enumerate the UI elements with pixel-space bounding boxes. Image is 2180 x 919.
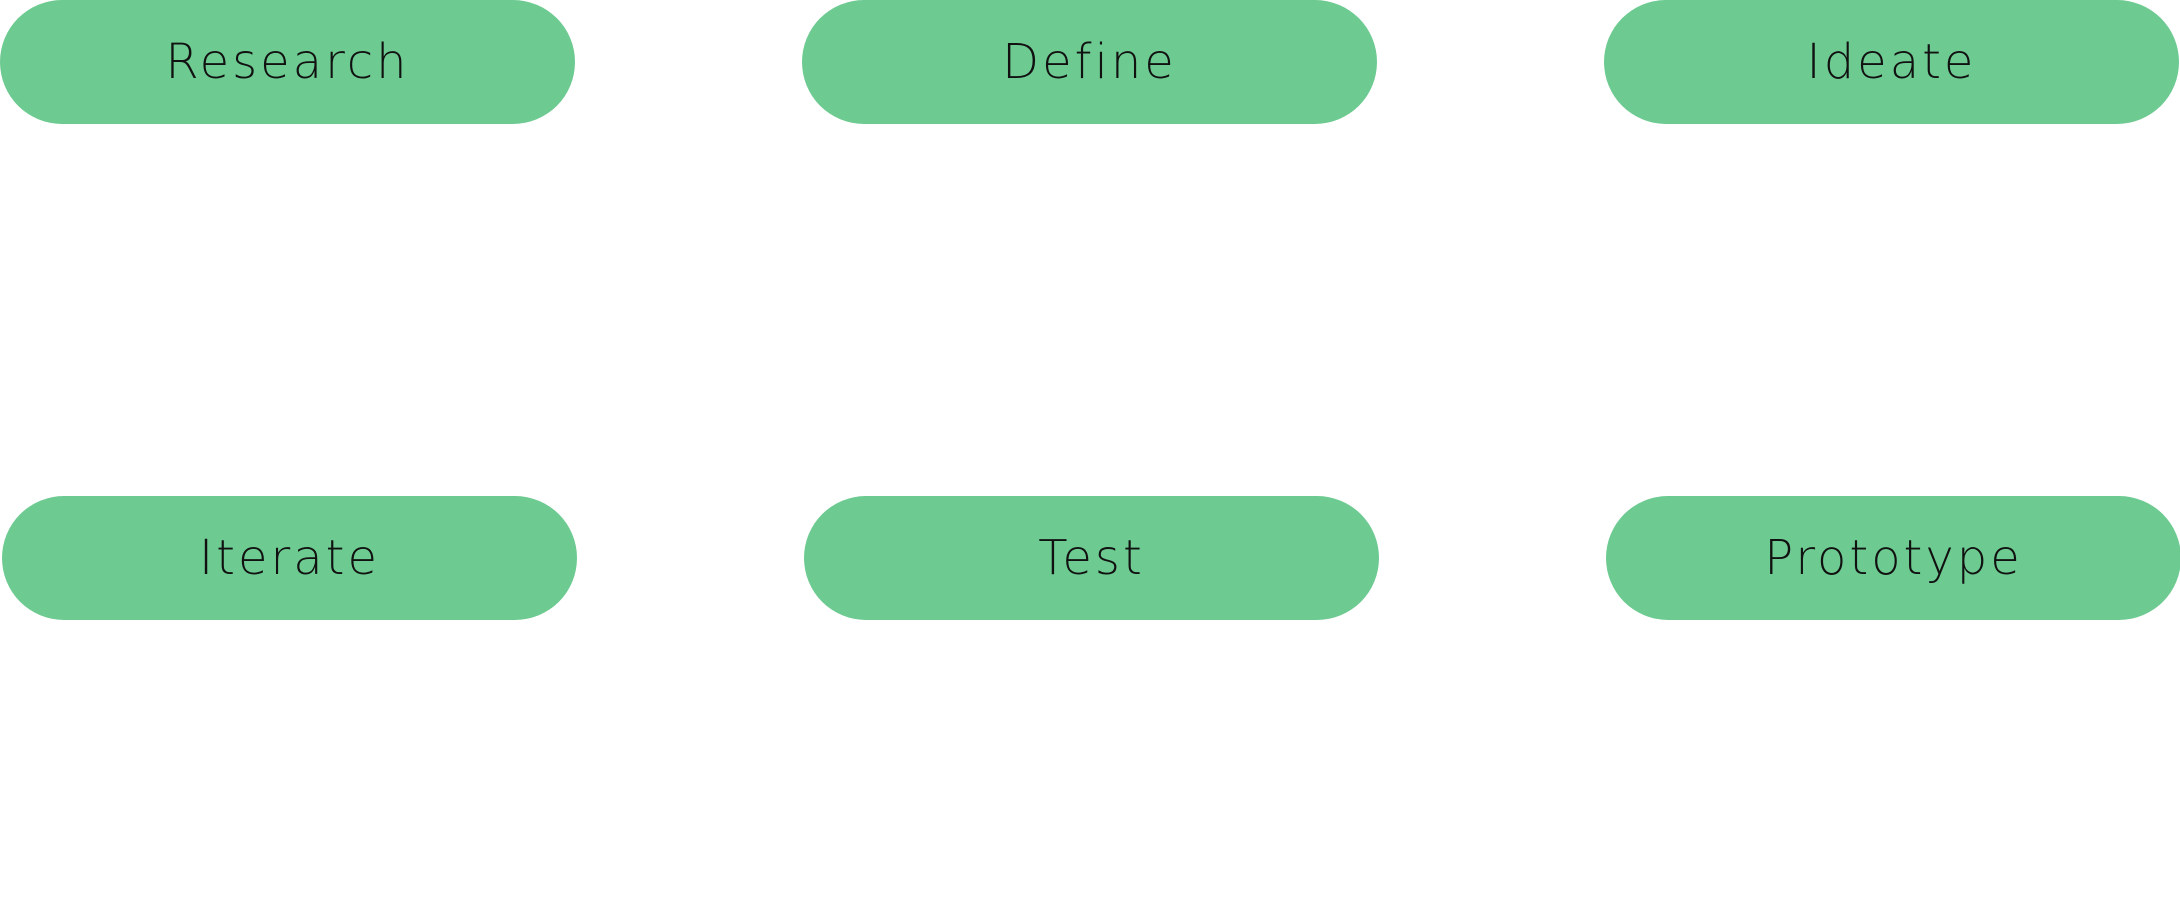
step-iterate: Iterate	[2, 496, 577, 620]
step-test: Test	[804, 496, 1379, 620]
step-label: Research	[165, 34, 410, 90]
step-prototype: Prototype	[1606, 496, 2180, 620]
step-label: Prototype	[1764, 530, 2023, 586]
step-label: Iterate	[198, 530, 380, 586]
step-label: Ideate	[1806, 34, 1977, 90]
step-define: Define	[802, 0, 1377, 124]
step-label: Test	[1038, 530, 1145, 586]
step-research: Research	[0, 0, 575, 124]
step-label: Define	[1002, 34, 1177, 90]
step-ideate: Ideate	[1604, 0, 2179, 124]
